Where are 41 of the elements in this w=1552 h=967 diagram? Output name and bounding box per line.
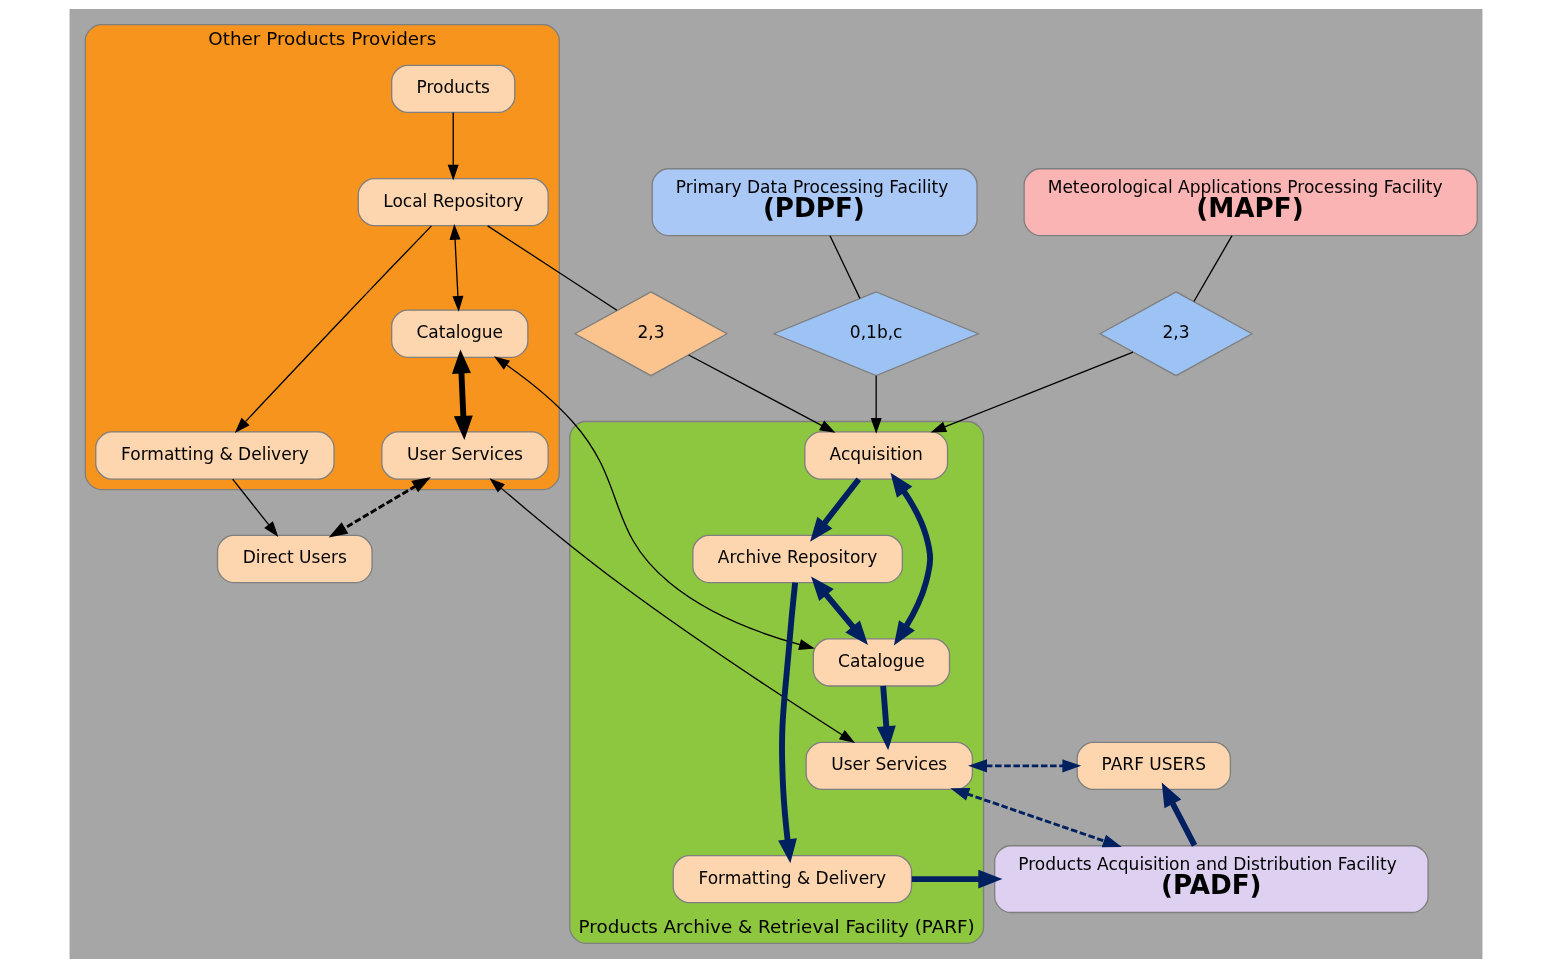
- node-diamond: 2,3: [573, 290, 729, 376]
- node-diamond: 0,1b,c: [772, 290, 981, 376]
- node-box: User Services: [381, 430, 549, 480]
- arrow: [968, 758, 1082, 772]
- node-box: Local Repository: [357, 177, 549, 226]
- connector: [1193, 234, 1233, 302]
- node-box: PARF USERS: [1076, 741, 1232, 790]
- arrow: [1161, 781, 1198, 847]
- connector: [829, 234, 861, 299]
- arrow: [688, 353, 836, 433]
- arrow: [950, 787, 1122, 847]
- arrow: [452, 348, 473, 440]
- arrow: [489, 477, 856, 743]
- node-box: Products: [391, 64, 516, 113]
- arrow: [234, 224, 433, 433]
- node-box: Acquisition: [804, 430, 949, 480]
- arrow: [930, 350, 1134, 433]
- connector: [487, 224, 618, 311]
- node-diamond: 2,3: [1098, 290, 1254, 376]
- node-box: Formatting & Delivery: [95, 430, 335, 480]
- node-box: Catalogue: [391, 309, 529, 358]
- arrow: [493, 355, 815, 650]
- arrow: [449, 223, 464, 312]
- arrow: [810, 476, 862, 542]
- arrow: [911, 869, 1003, 889]
- arrow: [870, 374, 882, 434]
- arrow: [231, 478, 279, 537]
- node-box: Archive Repository: [692, 534, 903, 583]
- node-box: Formatting & Delivery: [672, 854, 913, 903]
- arrow: [876, 685, 896, 750]
- arrow: [328, 476, 431, 538]
- arrow: [890, 472, 934, 645]
- node-box: User Services: [805, 741, 974, 790]
- node-box: Products Acquisition and Distribution Facility (PADF): [994, 844, 1429, 913]
- arrow: [447, 111, 459, 180]
- node-box: Catalogue: [812, 637, 951, 687]
- node-box: Primary Data Processing Facility (PDPF): [651, 167, 978, 236]
- arrow: [811, 575, 868, 645]
- node-box: Meteorological Applications Processing Facility (MAPF): [1023, 167, 1478, 236]
- node-box: Direct Users: [216, 534, 373, 583]
- arrow: [778, 581, 799, 863]
